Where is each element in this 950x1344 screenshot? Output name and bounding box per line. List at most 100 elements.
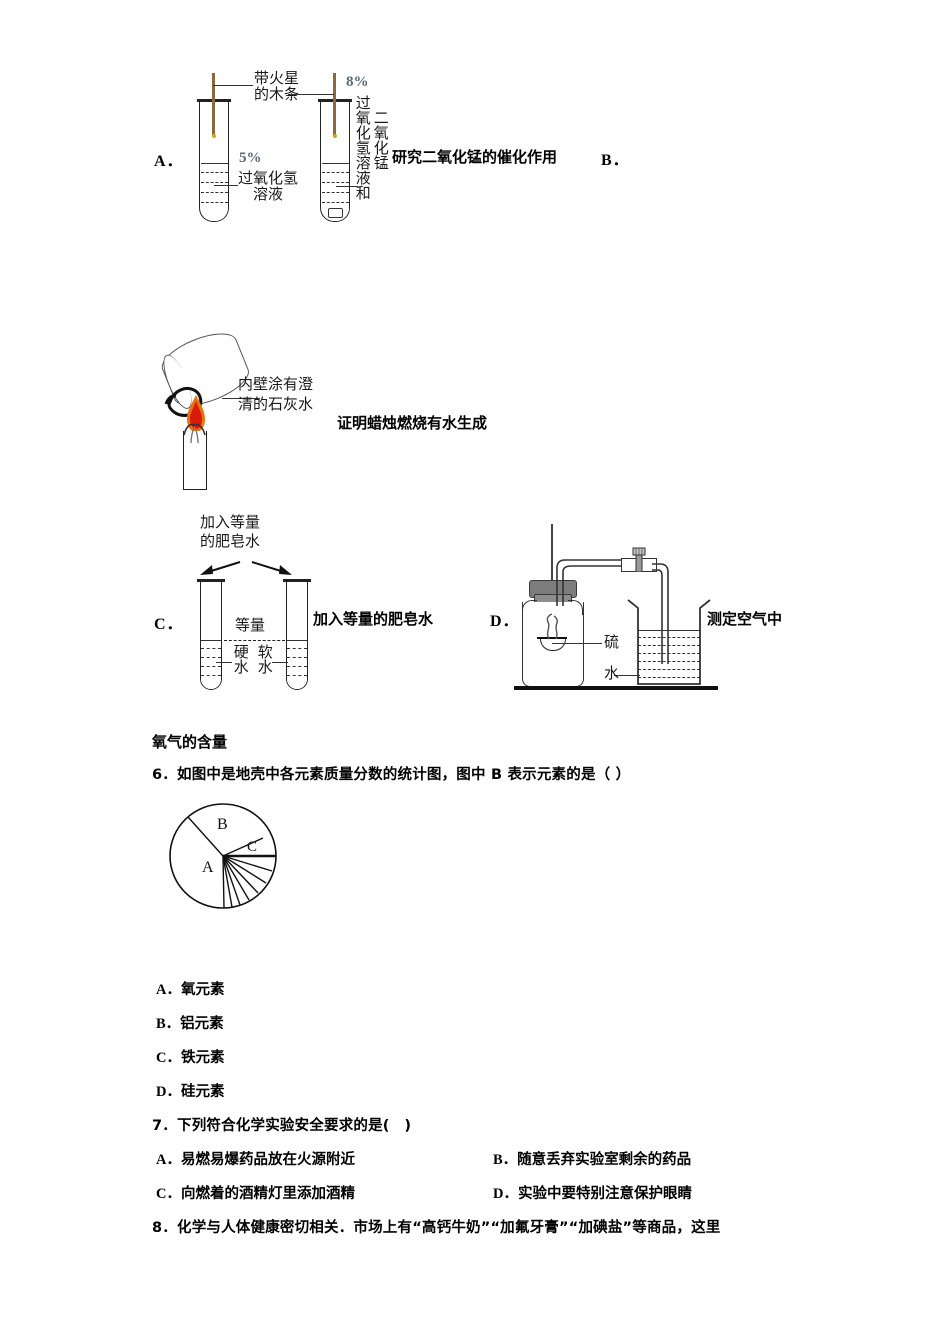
label-limewater: 内壁涂有澄 清的石灰水 [238,375,313,414]
label-soft-water: 软水 [255,644,274,674]
label-hard-water-char2: 水 [231,659,250,674]
label-hard-water-char1: 硬 [231,644,250,659]
splint-ember-left [211,134,216,138]
test-tube-left-liquid [200,163,228,221]
question-7-answer-d: D．实验中要特别注意保护眼睛 [493,1182,692,1203]
combustion-spoon-rim [537,637,567,640]
option-d-letter: D． [490,613,520,630]
question-7-answer-b: B．随意丢弃实验室剩余的药品 [493,1148,691,1169]
test-tube-right-liquid [321,163,349,221]
pie-chart-svg: A B C [169,803,277,909]
question-7-answer-c: C．向燃着的酒精灯里添加酒精 [156,1182,355,1203]
candle-body [183,431,207,490]
splint-ember-right [332,134,337,138]
option-a-caption: 研究二氧化锰的催化作用 [392,148,558,166]
label-hp-mno2-col2: 二氧化锰 [371,110,390,170]
label-hp-mno2-col1: 过氧化氢溶液和 [353,95,372,200]
option-d-caption-line1: 测定空气中 [707,610,783,628]
option-c-caption: 加入等量的肥皂水 [313,610,434,628]
hard-water-liquid [201,640,221,689]
q6-answer-c-letter: C． [156,1050,181,1066]
label-add-soap-water-top: 加入等量 的肥皂水 [200,513,260,551]
option-b-letter: B． [601,152,630,169]
label-glowing-splint-line2: 的木条 [254,85,300,104]
question-6-text: 如图中是地壳中各元素质量分数的统计图，图中 B 表示元素的是（ ） [177,767,631,783]
option-b-figure: 内壁涂有澄 清的石灰水 [156,324,420,495]
soft-water-liquid [287,640,307,689]
question-7-answer-a: A．易燃易爆药品放在火源附近 [156,1148,355,1169]
q7-answer-c-text: 向燃着的酒精灯里添加酒精 [180,1186,355,1202]
label-glowing-splint-line1: 带火星 [254,69,300,87]
candle-wick [183,423,206,444]
leader-line-sulfur [552,643,602,645]
leader-line-splint-right [288,94,334,96]
question-6-answer-d: D．硅元素 [156,1080,224,1101]
option-d-caption-line2: 氧气的含量 [152,733,228,751]
glowing-splint-left [212,73,215,136]
label-limewater-line2: 清的石灰水 [238,394,314,413]
label-hp-left-line1: 过氧化氢 [238,169,299,187]
connecting-tube [556,559,623,606]
q6-answer-d-text: 硅元素 [180,1084,225,1100]
question-7-text: 下列符合化学实验安全要求的是( ) [177,1118,412,1134]
question-6-line: 6．如图中是地壳中各元素质量分数的统计图，图中 B 表示元素的是（ ） [152,763,630,784]
label-soft-water-char2: 水 [255,659,274,674]
test-tube-soft-water-rim [283,579,311,582]
label-glowing-splint: 带火星 的木条 [254,69,300,104]
label-soft-water-char1: 软 [255,644,274,659]
beaker-water [638,630,700,686]
equal-level-dashed-line [224,640,285,641]
label-8-percent: 8% [346,74,369,90]
q6-answer-c-text: 铁元素 [180,1050,225,1066]
label-sulfur: 硫 [604,633,620,651]
beaker [626,598,712,686]
q7-answer-a-letter: A． [156,1152,181,1168]
question-8-line: 8．化学与人体健康密切相关．市场上有“高钙牛奶”“加氟牙膏”“加碘盐”等商品，这… [152,1216,720,1237]
tube-into-beaker [652,563,669,664]
q6-answer-a-letter: A． [156,982,181,998]
option-a-letter: A． [154,153,184,170]
label-hp-left-line2: 溶液 [253,185,284,204]
candle-flame [187,395,205,432]
option-b-caption: 证明蜡烛燃烧有水生成 [337,414,488,432]
question-6-answer-b: B．铝元素 [156,1012,224,1033]
option-a-figure: A． 带火星 的木条 [150,60,570,260]
label-limewater-line1: 内壁涂有澄 [238,375,314,393]
leader-line-water [614,675,640,677]
question-6-number: 6． [152,767,177,783]
leader-line-right-liquid [336,186,358,188]
question-8-text: 化学与人体健康密切相关．市场上有“高钙牛奶”“加氟牙膏”“加碘盐”等商品，这里 [177,1220,721,1236]
q6-answer-d-letter: D． [156,1084,181,1100]
label-soap-top-line1: 加入等量 [200,513,261,531]
sulfur-flame-smoke [546,613,558,640]
question-8-number: 8． [152,1220,177,1236]
question-7-number: 7． [152,1118,177,1134]
gas-jar-shoulder-left [522,600,537,615]
label-5-percent: 5% [239,150,262,166]
glowing-splint-right [333,73,336,136]
arrow-right [251,561,292,575]
q7-answer-b-text: 随意丢弃实验室剩余的药品 [517,1152,692,1168]
leader-line-limewater [222,398,260,400]
option-c-figure: C． 加入等量 的肥皂水 [150,510,480,700]
option-c-letter: C． [154,616,184,633]
q7-answer-d-text: 实验中要特别注意保护眼睛 [517,1186,692,1202]
test-tube-hard-water-rim [197,579,225,582]
q7-answer-a-text: 易燃易爆药品放在火源附近 [180,1152,355,1168]
question-6-answer-c: C．铁元素 [156,1046,224,1067]
q6-answer-b-text: 铝元素 [180,1016,224,1032]
gas-jar-shoulder-right [568,600,583,615]
bench-surface [514,686,718,690]
question-7-line: 7．下列符合化学实验安全要求的是( ) [152,1114,411,1135]
q7-answer-d-letter: D． [493,1186,518,1202]
option-d-figure: D． 硫 水 [490,512,720,702]
q7-answer-b-letter: B． [493,1152,518,1168]
label-hydrogen-peroxide-left: 过氧化氢 溶液 [238,169,299,204]
clamp-screw-icon [632,547,646,572]
pie-label-c: C [247,839,257,855]
label-hard-water: 硬水 [231,644,250,674]
q7-answer-c-letter: C． [156,1186,181,1202]
q6-answer-b-letter: B． [156,1016,181,1032]
earth-crust-pie-chart: A B C [168,803,278,909]
leader-line-soft-water [272,662,288,664]
